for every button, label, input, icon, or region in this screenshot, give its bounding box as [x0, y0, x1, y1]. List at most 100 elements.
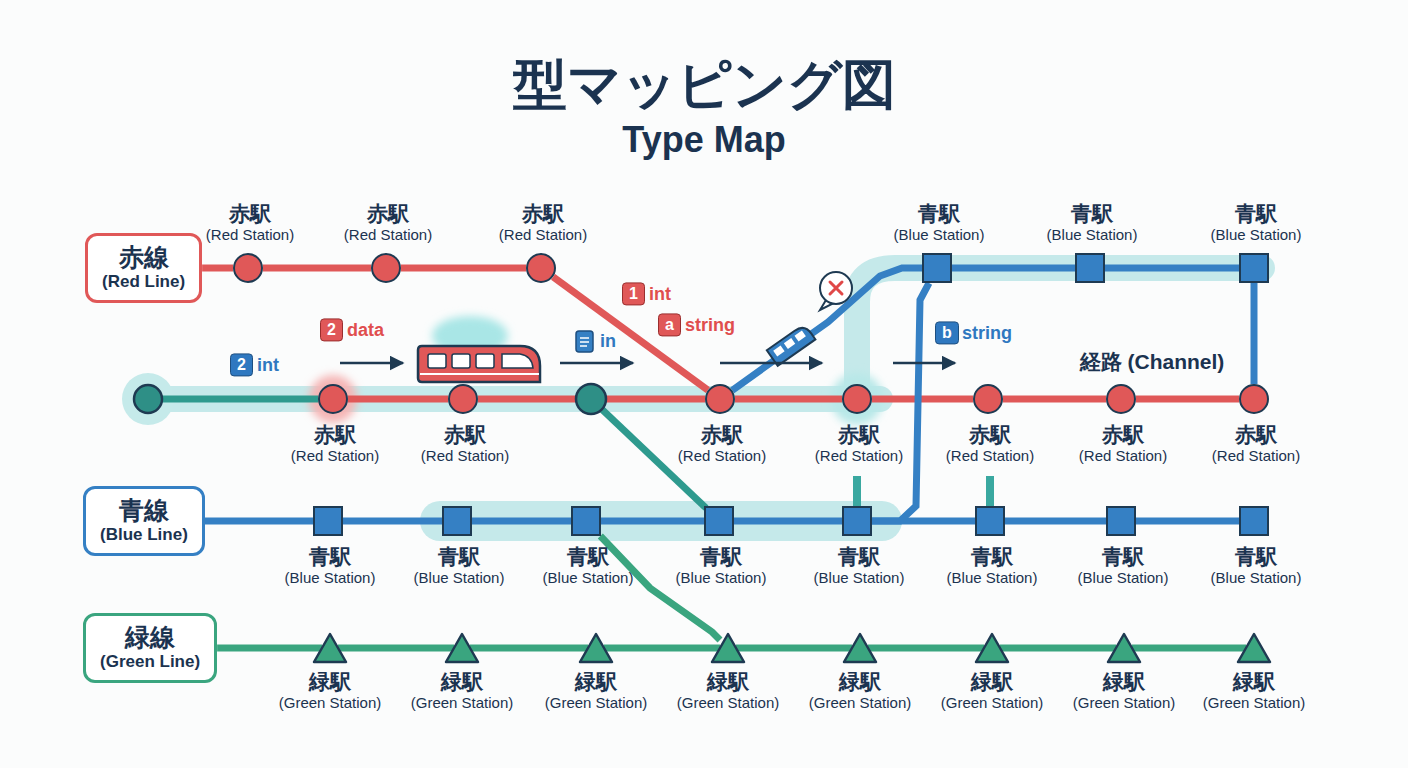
station-triangle: 緑駅(Green Station) — [852, 633, 868, 663]
station-subtitle: (Blue Station) — [1166, 226, 1346, 244]
station-subtitle: (Green Station) — [506, 694, 686, 712]
station-name: 青駅 — [631, 545, 811, 569]
station-subtitle: (Blue Station) — [849, 226, 1029, 244]
station-subtitle: (Red Station) — [900, 447, 1080, 465]
callout-number: 1 — [622, 282, 645, 305]
red-train — [418, 346, 540, 382]
type-label: data — [347, 320, 384, 341]
type-label: string — [685, 315, 735, 336]
station-square: 青駅(Blue Station) — [704, 506, 734, 536]
triangle-shape — [975, 633, 1009, 663]
track-line — [1105, 265, 1239, 272]
station-name: 青駅 — [769, 545, 949, 569]
train-window — [773, 345, 784, 356]
track-line — [735, 396, 842, 403]
track-line — [872, 283, 929, 521]
station-caption: 赤駅(Red Station) — [160, 202, 340, 244]
station-subtitle: (Blue Station) — [369, 569, 549, 587]
station-caption: 赤駅(Red Station) — [900, 423, 1080, 465]
station-triangle: 緑駅(Green Station) — [1116, 633, 1132, 663]
station-name: 赤駅 — [900, 423, 1080, 447]
train-window — [452, 354, 470, 368]
triangle-outline — [1108, 634, 1140, 662]
station-caption: 青駅(Blue Station) — [369, 545, 549, 587]
flow-arrow — [560, 362, 633, 365]
track-line — [736, 645, 852, 652]
bubble — [820, 272, 852, 304]
callout-number: a — [658, 313, 681, 336]
station-circle: 赤駅(Red Station) — [1239, 384, 1269, 414]
type-label: string — [962, 323, 1012, 344]
subtitle: Type Map — [622, 119, 785, 161]
track-line — [205, 517, 313, 524]
track-line — [1003, 396, 1106, 403]
track-line — [1005, 518, 1106, 525]
teal-stub — [853, 476, 861, 508]
station-subtitle: (Red Station) — [245, 447, 425, 465]
station-subtitle: (Green Line) — [100, 652, 200, 672]
track-line — [604, 645, 720, 652]
station-caption: 青駅(Blue Station) — [240, 545, 420, 587]
station-square: 青駅(Blue Station) — [1239, 506, 1269, 536]
station-name: 青駅 — [369, 545, 549, 569]
station-name: 青線 — [119, 496, 169, 525]
station-subtitle: (Green Station) — [1034, 694, 1214, 712]
station-subtitle: (Blue Station) — [902, 569, 1082, 587]
station-name: 赤駅 — [375, 423, 555, 447]
type-label: int — [649, 284, 671, 305]
station-caption: 赤駅(Red Station) — [453, 202, 633, 244]
station-subtitle: (Blue Station) — [631, 569, 811, 587]
station-name: 赤駅 — [453, 202, 633, 226]
station-circle: 赤駅(Red Station) — [448, 384, 478, 414]
station-name: 青駅 — [902, 545, 1082, 569]
station-name: 赤駅 — [160, 202, 340, 226]
station-subtitle: (Green Station) — [902, 694, 1082, 712]
station-name: 緑駅 — [1034, 670, 1214, 694]
station-caption: 青駅(Blue Station) — [498, 545, 678, 587]
triangle-shape — [313, 633, 347, 663]
station-name: 緑駅 — [506, 670, 686, 694]
station-name: 赤駅 — [1033, 423, 1213, 447]
station-caption: 緑駅(Green Station) — [506, 670, 686, 712]
train-window — [428, 354, 446, 368]
triangle-shape — [843, 633, 877, 663]
channel-label: 経路 (Channel) — [1077, 348, 1228, 376]
track-line — [1251, 283, 1258, 384]
train-window — [502, 354, 533, 368]
station-caption: 赤駅(Red Station) — [1166, 423, 1346, 465]
station-name: 赤駅 — [298, 202, 478, 226]
station-name: 青駅 — [849, 202, 1029, 226]
flow-arrow — [340, 362, 403, 365]
track-line — [401, 265, 526, 272]
doc-lines — [580, 338, 589, 346]
station-caption: 緑駅(Green Station) — [902, 670, 1082, 712]
station-name: 青駅 — [240, 545, 420, 569]
station-square: 青駅(Blue Station) — [842, 506, 872, 536]
flow-arrow — [720, 362, 822, 365]
track-line — [348, 396, 448, 403]
station-caption: 赤駅(Red Station) — [1033, 423, 1213, 465]
station-triangle: 緑駅(Green Station) — [454, 633, 470, 663]
station-triangle: 緑駅(Green Station) — [720, 633, 736, 663]
station-name: 緑駅 — [638, 670, 818, 694]
track-line — [472, 518, 571, 525]
station-caption: 赤駅(Red Station) — [375, 423, 555, 465]
station-subtitle: (Red Station) — [160, 226, 340, 244]
station-caption: 青駅(Blue Station) — [631, 545, 811, 587]
station-caption: 青駅(Blue Station) — [1166, 202, 1346, 244]
station-subtitle: (Green Station) — [372, 694, 552, 712]
station-square: 青駅(Blue Station) — [571, 506, 601, 536]
highlight-band — [148, 386, 880, 412]
flow-arrow — [893, 362, 955, 365]
line-label-box: 青線(Blue Line) — [83, 486, 205, 555]
station-name: 緑駅 — [902, 670, 1082, 694]
station-caption: 緑駅(Green Station) — [240, 670, 420, 712]
station-subtitle: (Red Station) — [298, 226, 478, 244]
station-caption: 青駅(Blue Station) — [1166, 545, 1346, 587]
station-caption: 赤駅(Red Station) — [298, 202, 478, 244]
triangle-outline — [580, 634, 612, 662]
station-name: 青駅 — [1166, 202, 1346, 226]
track-line — [732, 268, 922, 390]
